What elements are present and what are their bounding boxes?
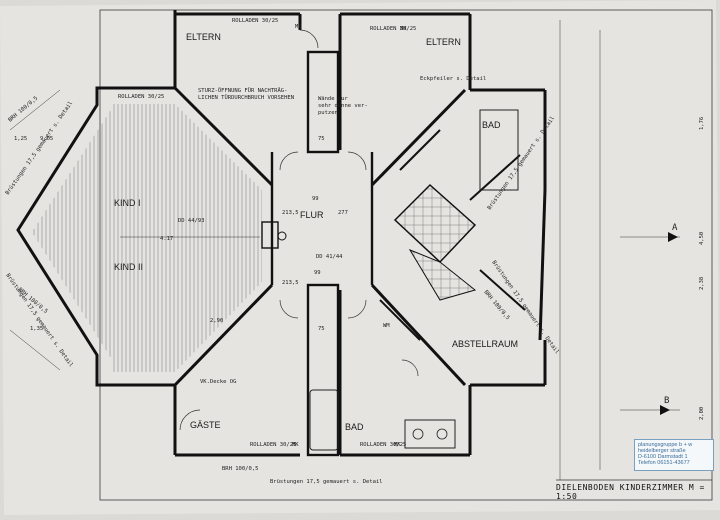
- note-rolladen-top2: ROLLADEN 30/25: [370, 26, 416, 32]
- note-rolladen-bottom1: ROLLADEN 30/25: [250, 442, 296, 448]
- stair-tiles-lower: [408, 248, 477, 301]
- note-mk4: MK: [394, 442, 401, 448]
- sheet-title: DIELENBODEN KINDERZIMMER M = 1:50: [556, 483, 705, 501]
- dim-dd1: DD 44/93: [178, 218, 205, 224]
- room-label-flur: FLUR: [300, 210, 324, 220]
- dim-d12: 2,38: [699, 277, 705, 290]
- wall-right-wing: [370, 88, 547, 455]
- dim-d13: 2,00: [699, 407, 705, 420]
- room-label-abstellraum: ABSTELLRAUM: [452, 339, 518, 349]
- stamp-line-3: D-6100 Darmstadt 1: [638, 454, 688, 460]
- dim-d1: 99: [312, 196, 319, 202]
- wall-center: [270, 50, 374, 457]
- room-label-eltern-left: ELTERN: [186, 32, 221, 42]
- room-label-kind1: KIND I: [114, 198, 141, 208]
- room-label-gaste: GÄSTE: [190, 420, 221, 430]
- note-mk2: MK: [400, 26, 407, 32]
- dim-d9: 9,05: [40, 136, 53, 142]
- wall-eltern-right: [338, 12, 472, 150]
- dim-d2: 99: [314, 270, 321, 276]
- dim-d7: 75: [318, 326, 325, 332]
- dim-d3: 213,5: [282, 210, 299, 216]
- section-label-b: B: [664, 396, 669, 406]
- wall-eltern-left: [173, 10, 302, 88]
- stamp-line-1: planungsgruppe b + w: [638, 442, 693, 448]
- room-label-eltern-right: ELTERN: [426, 37, 461, 47]
- stair-tiles: [393, 183, 477, 264]
- bathtub-top: [479, 109, 519, 191]
- door-swings: [179, 29, 419, 431]
- note-brustungen-bottom: Brüstungen 17,5 gemauert s. Detail: [270, 479, 383, 485]
- room-label-kind2: KIND II: [114, 262, 143, 272]
- dim-d8: 4.17: [160, 236, 173, 242]
- dim-brh3: BRH 100/0,5: [222, 466, 258, 472]
- note-waende3: putzen: [318, 110, 338, 116]
- note-waende2: sehr dünne ver-: [318, 103, 368, 109]
- architect-stamp: planungsgruppe b + w heidelberger straße…: [634, 439, 714, 471]
- dim-d6: 75: [318, 136, 325, 142]
- dimension-lines: [9, 20, 680, 480]
- note-sturz2: LICHEN TÜRDURCHBRUCH VORSEHEN: [198, 94, 294, 101]
- note-sturz: STURZ-ÖFFNUNG FÜR NACHTRÄG-: [198, 87, 287, 94]
- note-rolladen-left: ROLLADEN 30/25: [118, 94, 164, 100]
- note-eckpfeiler: Eckpfeiler s. Detail: [420, 76, 486, 82]
- section-marker-a: [668, 232, 678, 242]
- note-mk3: MK: [292, 442, 299, 448]
- dim-d4: 213,5: [282, 280, 299, 286]
- note-vk-decke: VK.Decke OG: [200, 379, 236, 385]
- room-label-bad-bottom: BAD: [345, 422, 364, 432]
- wall-diagonals: [379, 129, 526, 341]
- note-mk1: MK: [295, 24, 302, 30]
- note-waende: Wände nur: [318, 96, 348, 102]
- stamp-line-4: Telefon 06151-43677: [638, 460, 690, 466]
- dim-d5: 277: [338, 210, 348, 216]
- room-label-bad-top: BAD: [482, 120, 501, 130]
- section-label-a: A: [672, 223, 678, 233]
- note-rolladen-bottom2: ROLLADEN 30/25: [360, 442, 406, 448]
- dim-d14: 4,50: [699, 232, 705, 245]
- dim-dd2: DD 41/44: [316, 254, 343, 260]
- note-wm: WM: [383, 323, 390, 329]
- dielenboden-floor: [32, 104, 262, 372]
- dim-d15: 1,25: [14, 136, 27, 142]
- stamp-line-2: heidelberger straße: [638, 448, 686, 454]
- dim-d11: 1,76: [699, 117, 705, 130]
- bathtub-bottom: [309, 389, 339, 451]
- note-rolladen-top1: ROLLADEN 30/25: [232, 18, 278, 24]
- dim-d16: 1,35: [30, 326, 43, 332]
- dim-d10: 2,90: [210, 318, 223, 324]
- wall-bottom: [173, 290, 470, 457]
- sink-bottom: [404, 419, 456, 449]
- wall-kind-octagon: [16, 86, 274, 387]
- section-marker-b: [660, 405, 670, 415]
